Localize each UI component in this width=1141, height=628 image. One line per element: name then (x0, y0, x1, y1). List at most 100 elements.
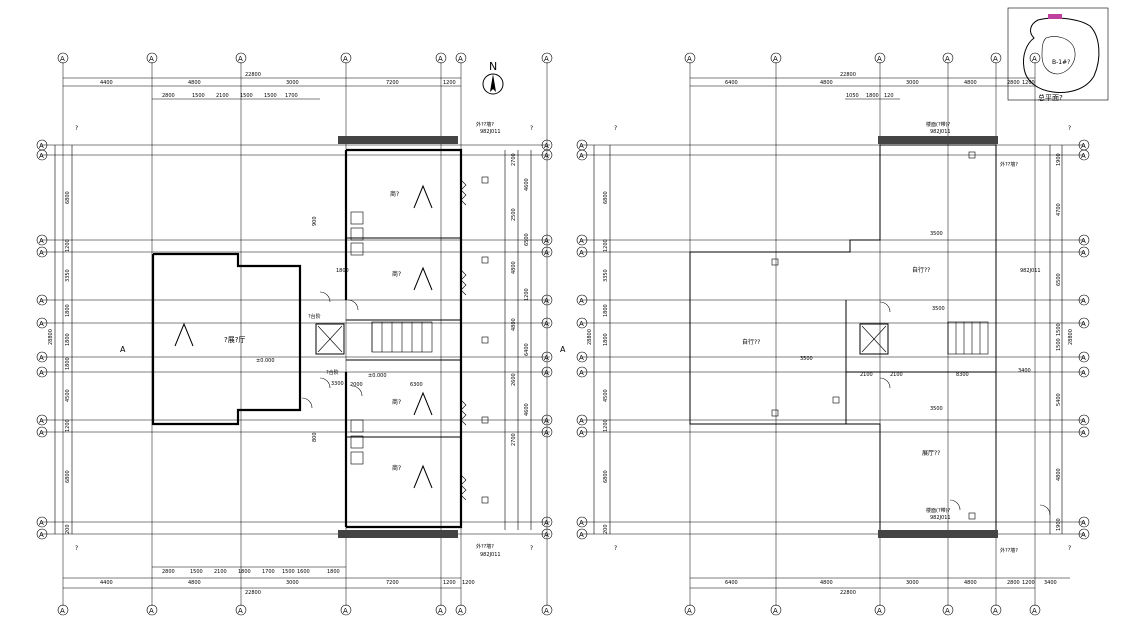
axis-bubble-letter: A (579, 152, 584, 160)
axis-bubble: A (1078, 528, 1090, 540)
axis-bubble-letter: A (544, 429, 549, 437)
axis-bubble: A (576, 528, 588, 540)
hatched-wall-bottom (878, 530, 998, 538)
axis-bubble: A (576, 366, 588, 378)
ramp-arrow-icon (413, 391, 433, 416)
corner-label: ? (614, 125, 617, 132)
door-swing-icon (949, 499, 961, 511)
dim-text: 1800 (603, 333, 609, 346)
dim-text: 2800 (162, 93, 175, 99)
dim-text: 2100 (214, 569, 227, 575)
dim-text: 4600 (524, 178, 530, 191)
dim-text: 4800 (188, 580, 201, 586)
dim-text: 3300 (331, 381, 344, 387)
axis-bubble-letter: A (544, 320, 549, 328)
axis-bubble: A (1078, 246, 1090, 258)
dim-text: 22800 (840, 590, 856, 596)
axis-bubble-circle (576, 426, 588, 438)
axis-bubble: A (770, 604, 782, 616)
axis-bubble-letter: A (579, 369, 584, 377)
dim-text: 22800 (245, 72, 261, 78)
axis-bubble-circle (36, 246, 48, 258)
axis-bubble: A (576, 516, 588, 528)
axis-bubble-circle (770, 52, 782, 64)
axis-bubble-circle (1078, 149, 1090, 161)
corner-label: ? (614, 545, 617, 552)
axis-bubble-circle (990, 52, 1002, 64)
dim-text: 2500 (511, 208, 517, 221)
axis-bubble-circle (541, 149, 553, 161)
wall-label: 外??墙? (476, 543, 494, 550)
dim-text: 2000 (350, 382, 363, 388)
axis-bubble: A (1078, 426, 1090, 438)
dim-text: 3000 (906, 580, 919, 586)
axis-bubble: A (942, 52, 954, 64)
dim-text: 900 (312, 216, 318, 226)
axis-bubble: A (541, 139, 553, 151)
ramp-arrow-icon (174, 322, 194, 347)
dim-text: 3400 (1018, 368, 1031, 374)
axis-bubble-circle (541, 52, 553, 64)
axis-bubble-circle (435, 604, 447, 616)
dim-text: 1800 (238, 569, 251, 575)
dim-text: 4800 (964, 80, 977, 86)
axis-bubble: A (541, 351, 553, 363)
dim-text: 4800 (820, 80, 833, 86)
axis-bubble-letter: A (993, 55, 998, 63)
axis-bubble: A (435, 52, 447, 64)
door-swing-icon (319, 377, 331, 389)
dim-text: 1200 (443, 580, 456, 586)
axis-bubble: A (36, 294, 48, 306)
axis-bubble-circle (541, 317, 553, 329)
axis-bubble-circle (1078, 351, 1090, 363)
axis-bubble: A (235, 52, 247, 64)
curtain-wall-icon (460, 269, 467, 296)
axis-bubble: A (1078, 139, 1090, 151)
axis-bubble-letter: A (544, 55, 549, 63)
key-plan-tag: B-1#? (1052, 59, 1070, 66)
axis-bubble-letter: A (458, 55, 463, 63)
dim-text: 2700 (511, 433, 517, 446)
fire-label: 982J011 (480, 129, 501, 135)
dim-text: 1050 (846, 93, 859, 99)
dim-text: 2100 (216, 93, 229, 99)
axis-bubble: A (1078, 149, 1090, 161)
axis-bubble-circle (57, 604, 69, 616)
dim-text: 3400 (1044, 580, 1057, 586)
axis-bubble: A (36, 317, 48, 329)
dim-text: 1500 (192, 93, 205, 99)
axis-bubble-circle (36, 426, 48, 438)
dim-text: 3500 (930, 406, 943, 412)
corner-label: ? (530, 545, 533, 552)
curtain-wall-icon (460, 179, 467, 206)
wall-label: 外??墙? (1000, 161, 1018, 168)
dim-text: 1800 (327, 569, 340, 575)
corner-label: ? (75, 545, 78, 552)
axis-bubble-circle (541, 366, 553, 378)
door-swing-icon (347, 299, 359, 311)
axis-bubble-letter: A (39, 417, 44, 425)
dim-text: 28800 (48, 329, 54, 345)
dim-text: 1200 (1022, 80, 1035, 86)
axis-bubble-circle (541, 516, 553, 528)
axis-bubble-circle (146, 52, 158, 64)
dim-text: 1500 (1056, 338, 1062, 351)
dim-text: 6800 (603, 191, 609, 204)
axis-bubble-circle (541, 234, 553, 246)
axis-bubble-circle (1078, 234, 1090, 246)
axis-bubble: A (435, 604, 447, 616)
axis-bubble-letter: A (458, 607, 463, 615)
north-arrow-icon: N (482, 60, 504, 95)
column-icon (481, 256, 489, 264)
room-label-exhibit: ?展?厅 (224, 336, 245, 344)
axis-bubble-circle (541, 246, 553, 258)
axis-bubble-circle (36, 528, 48, 540)
axis-bubble-letter: A (877, 607, 882, 615)
axis-bubble-circle (874, 604, 886, 616)
axis-bubble-letter: A (544, 142, 549, 150)
axis-bubble-letter: A (544, 531, 549, 539)
column-icon (771, 409, 779, 417)
axis-bubble: A (684, 52, 696, 64)
dim-text: 1200 (603, 239, 609, 252)
ramp-arrow-icon (413, 266, 433, 291)
